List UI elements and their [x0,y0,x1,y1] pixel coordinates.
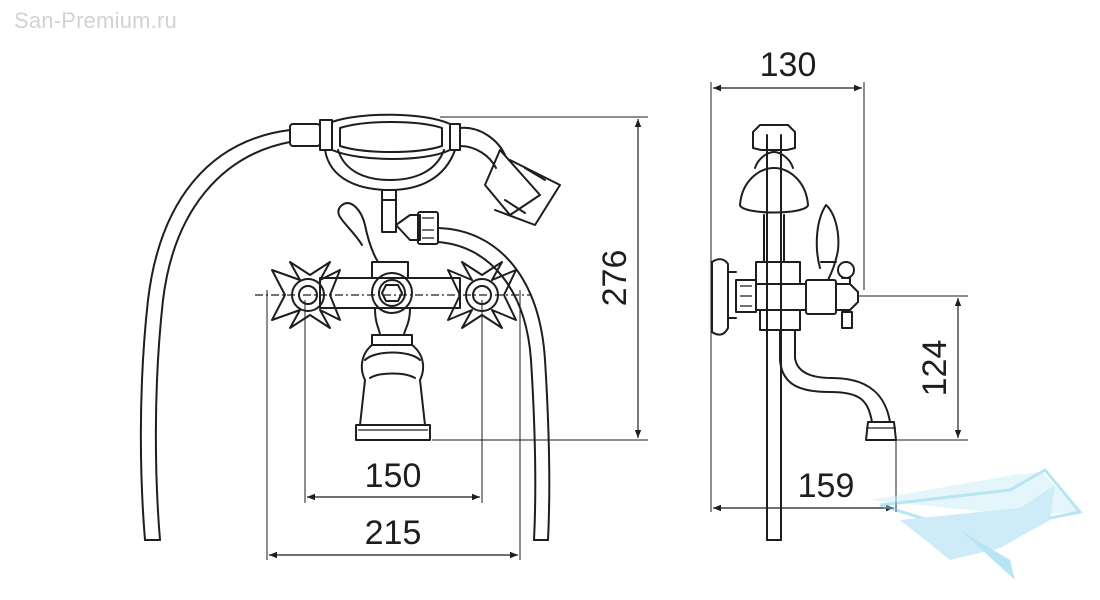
dimension-side-depth: 130 [713,46,862,92]
hand-shower-side [739,151,809,263]
mixer-body [319,261,461,441]
dimension-overall-width: 215 [269,514,518,559]
hose-pipe-side [752,124,796,541]
bathtub-logo-icon [870,468,1083,580]
hand-shower [289,113,561,226]
shower-hose [139,129,551,541]
site-watermark: San-Premium.ru [14,8,177,33]
side-depth-label: 130 [760,46,817,84]
front-view: 150 215 276 [139,113,648,560]
mixer-body-side [735,204,859,331]
overall-width-label: 215 [365,514,422,552]
front-extension-lines [255,116,648,560]
side-extension-lines [710,82,968,512]
center-diverter-knob [371,272,413,314]
dimension-spout-height: 124 [916,298,962,438]
dimension-spout-reach: 159 [713,467,894,512]
spout-side [779,329,897,441]
spout-reach-label: 159 [798,467,855,505]
shower-cradle [324,149,456,263]
handle-spacing-label: 150 [365,457,422,495]
dimension-handle-spacing: 150 [307,457,480,501]
side-view: 130 124 159 [710,46,968,541]
wall-flange [711,258,737,336]
total-height-label: 276 [596,250,634,307]
dimension-total-height: 276 [596,119,642,438]
spout-height-label: 124 [916,340,954,397]
